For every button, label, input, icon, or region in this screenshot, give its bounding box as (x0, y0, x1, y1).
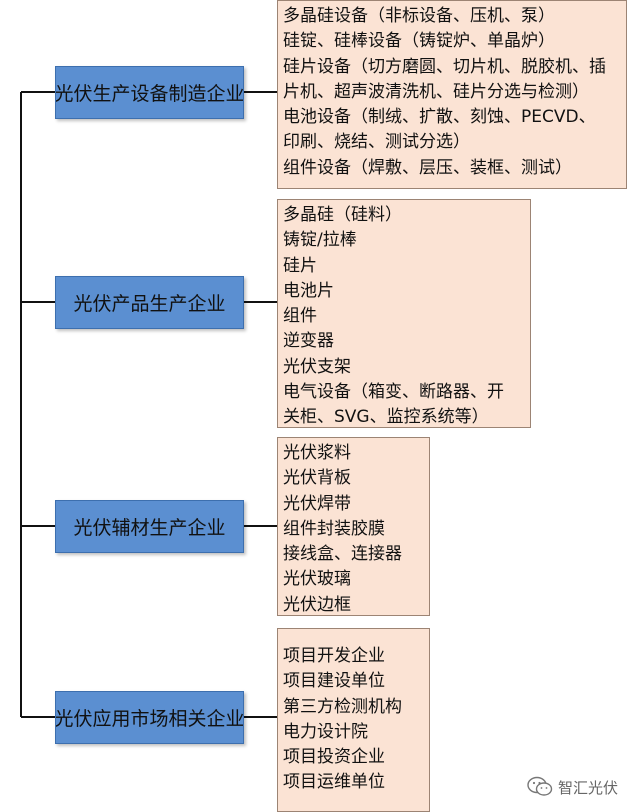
detail-item: 接线盒、连接器 (283, 544, 402, 565)
detail-item: 片机、超声波清洗机、硅片分选与检测） (283, 81, 589, 102)
detail-item: 组件设备（焊敷、层压、装框、测试） (283, 157, 572, 178)
detail-item: 光伏玻璃 (283, 569, 351, 590)
detail-item: 组件封装胶膜 (283, 518, 385, 539)
detail-item: 硅片设备（切方磨圆、切片机、脱胶机、插 (283, 56, 606, 77)
detail-item: 项目投资企业 (283, 747, 385, 768)
wechat-icon (527, 776, 553, 798)
category-label: 光伏辅材生产企业 (73, 517, 226, 539)
category-box-products: 光伏产品生产企业 (55, 276, 244, 329)
detail-item: 组件 (283, 306, 317, 327)
detail-item: 铸锭/拉棒 (283, 230, 357, 251)
category-box-materials: 光伏辅材生产企业 (55, 500, 244, 553)
detail-item: 项目开发企业 (283, 646, 385, 666)
detail-item: 光伏边框 (283, 594, 351, 615)
detail-item: 逆变器 (283, 331, 334, 352)
detail-box-materials: 光伏浆料 光伏背板 光伏焊带 组件封装胶膜 接线盒、连接器 光伏玻璃 光伏边框 (277, 437, 430, 616)
detail-item: 第三方检测机构 (283, 696, 402, 717)
detail-item: 光伏背板 (283, 468, 351, 489)
detail-box-applications: 项目开发企业 项目建设单位 第三方检测机构 电力设计院 项目投资企业 项目运维单… (277, 628, 430, 812)
detail-item: 光伏支架 (283, 356, 351, 377)
detail-item: 电池设备（制绒、扩散、刻蚀、PECVD、 (283, 107, 596, 128)
detail-item: 电气设备（箱变、断路器、开 (283, 382, 504, 403)
detail-item: 光伏焊带 (283, 493, 351, 514)
detail-item: 多晶硅（硅料） (283, 205, 402, 225)
detail-item: 项目建设单位 (283, 671, 385, 692)
detail-item: 电力设计院 (283, 721, 368, 742)
category-label: 光伏生产设备制造企业 (55, 83, 244, 105)
detail-item: 光伏浆料 (283, 443, 351, 463)
detail-item: 电池片 (283, 280, 334, 301)
category-label: 光伏产品生产企业 (73, 293, 226, 315)
detail-item: 多晶硅设备（非标设备、压机、泵） (283, 6, 555, 26)
category-box-equipment: 光伏生产设备制造企业 (55, 66, 244, 119)
category-label: 光伏应用市场相关企业 (55, 708, 244, 730)
detail-box-equipment: 多晶硅设备（非标设备、压机、泵） 硅锭、硅棒设备（铸锭炉、单晶炉） 硅片设备（切… (277, 0, 627, 189)
detail-item: 硅锭、硅棒设备（铸锭炉、单晶炉） (283, 31, 555, 52)
detail-item: 项目运维单位 (283, 772, 385, 793)
watermark: 智汇光伏 (527, 774, 618, 800)
detail-item: 关柜、SVG、监控系统等） (283, 407, 489, 428)
detail-item: 印刷、烧结、测试分选） (283, 132, 470, 153)
category-box-applications: 光伏应用市场相关企业 (55, 691, 244, 744)
detail-box-products: 多晶硅（硅料） 铸锭/拉棒 硅片 电池片 组件 逆变器 光伏支架 电气设备（箱变… (277, 199, 531, 428)
detail-item: 硅片 (283, 255, 317, 276)
watermark-text: 智汇光伏 (557, 778, 618, 797)
